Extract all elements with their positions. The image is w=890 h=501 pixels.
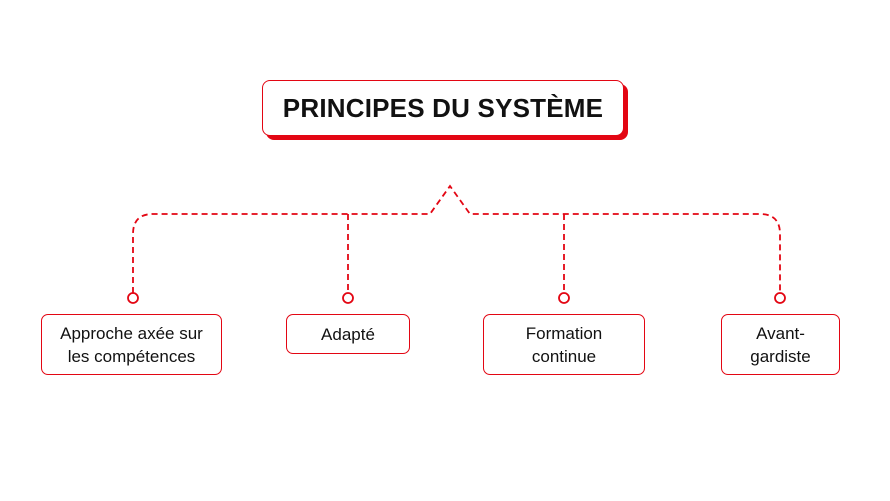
diagram-title: PRINCIPES DU SYSTÈME xyxy=(282,92,604,123)
connector-dot-4 xyxy=(774,292,786,304)
connector-dot-2 xyxy=(342,292,354,304)
node-label: Avant- gardiste xyxy=(750,323,811,366)
connector-dot-3 xyxy=(558,292,570,304)
diagram-title-box: PRINCIPES DU SYSTÈME xyxy=(262,80,624,136)
node-competency-based-approach: Approche axée sur les compétences xyxy=(41,314,222,375)
node-label: Formation continue xyxy=(525,323,603,366)
node-continuous-training: Formation continue xyxy=(483,314,645,375)
tree-connector-path xyxy=(132,184,781,293)
node-label: Adapté xyxy=(321,324,375,344)
node-label: Approche axée sur les compétences xyxy=(60,323,203,366)
node-avant-garde: Avant- gardiste xyxy=(721,314,840,375)
node-adapted: Adapté xyxy=(286,314,410,354)
connector-dot-1 xyxy=(127,292,139,304)
